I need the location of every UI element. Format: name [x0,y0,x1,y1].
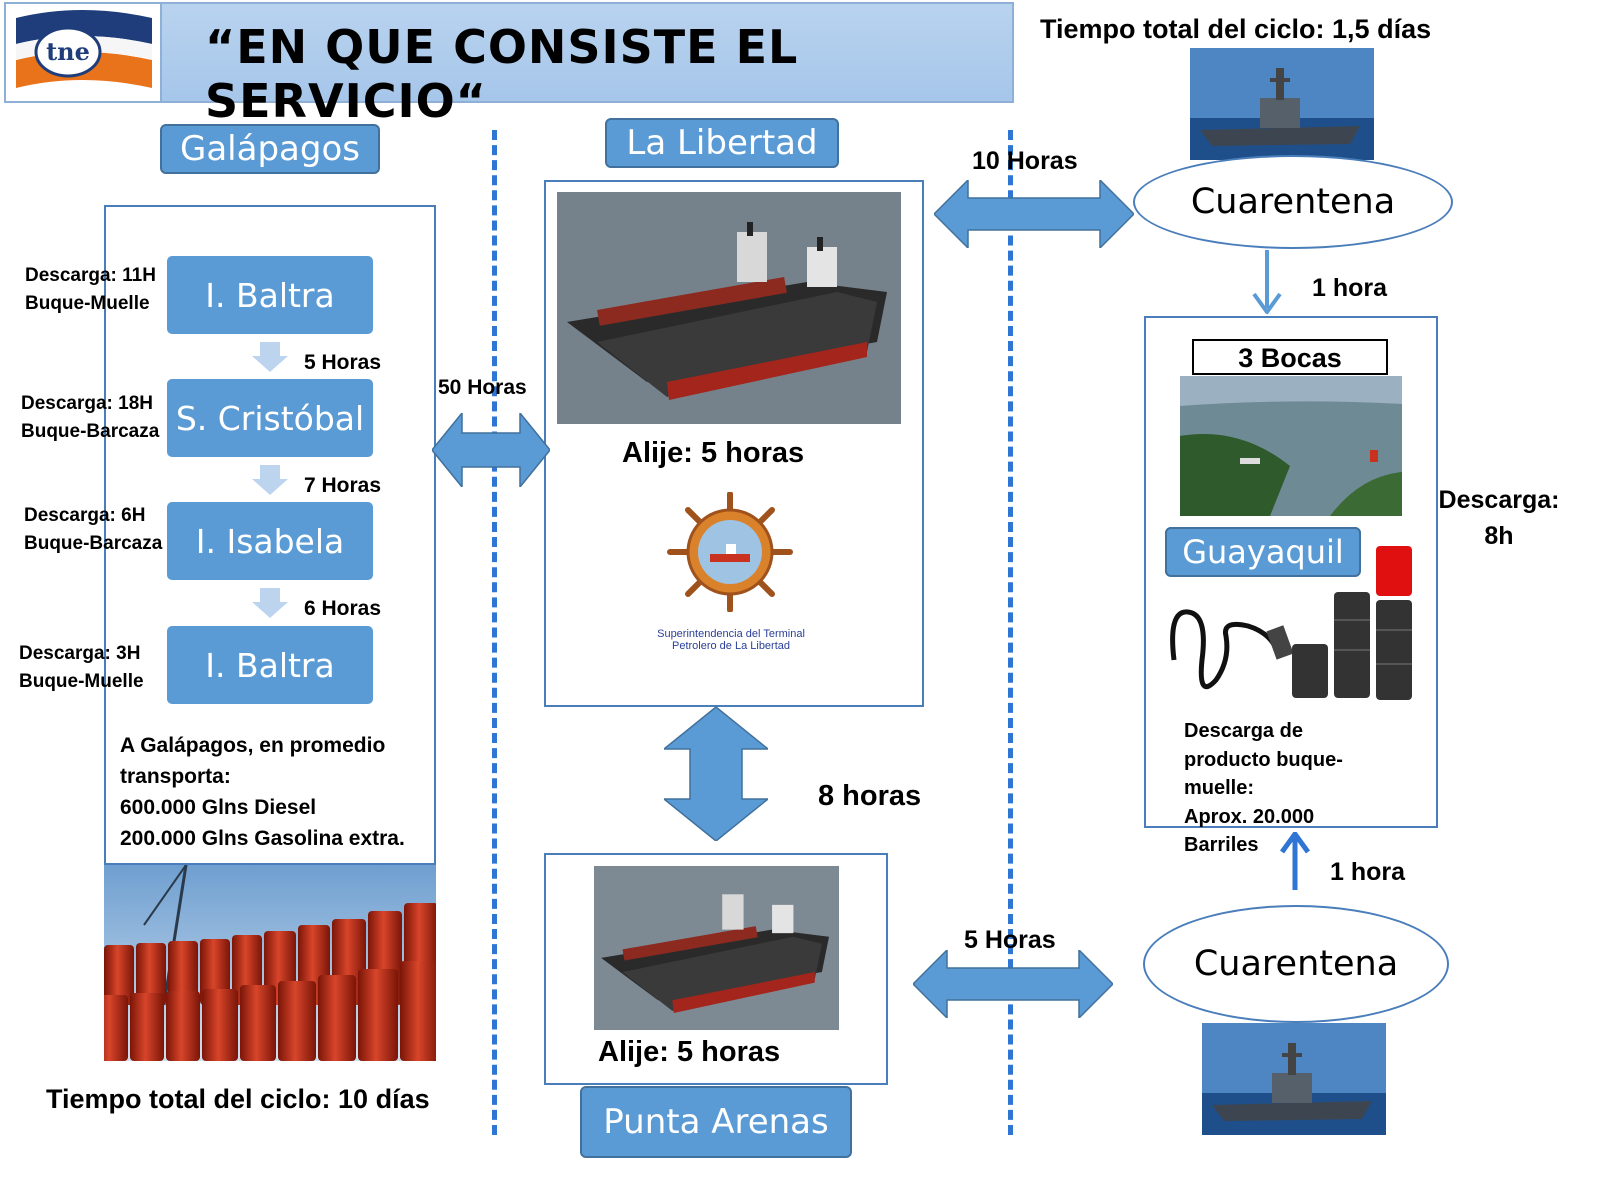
cuarentena-bottom: Cuarentena [1143,905,1449,1023]
label-galapagos: Galápagos [160,124,380,174]
divider-right [1008,130,1013,1135]
ship-flag-logo-icon: tne [14,10,154,92]
duration-label: 5 Horas [304,351,382,374]
duration-label: 6 Horas [304,597,382,620]
guayaquil-discharge-side: Descarga: 8h [1438,486,1560,550]
river-photo [1180,376,1402,516]
double-arrow-horizontal-icon [432,413,550,487]
label-punta-arenas: Punta Arenas [580,1086,852,1158]
svg-text:tne: tne [46,37,90,66]
alije-libertad: Alije: 5 horas [622,437,805,469]
cuarentena-top: Cuarentena [1133,155,1453,249]
emblem-caption: Superintendencia del Terminal Petrolero … [657,628,805,652]
down-arrow-icon [1252,250,1282,314]
double-arrow-horizontal-icon [913,950,1113,1018]
down-arrow-icon [252,588,288,618]
barrels-photo [104,865,436,1061]
up-arrow-icon [1280,832,1310,890]
tanker-photo-small [594,866,839,1030]
cycle-time-galapagos: Tiempo total del ciclo: 10 días [46,1084,430,1114]
label-la-libertad: La Libertad [605,118,839,168]
bocas-label: 3 Bocas [1192,339,1388,375]
down-arrow-icon [252,342,288,372]
double-arrow-horizontal-icon [934,180,1134,248]
link-label-cuarentena-guayaquil-top: 1 hora [1312,274,1388,302]
node-baltra-2: I. Baltra [167,626,373,704]
node-san-cristobal: S. Cristóbal [167,379,373,457]
warship-photo-top [1190,48,1374,160]
cycle-time-top: Tiempo total del ciclo: 1,5 días [1040,14,1432,44]
node-isabela: I. Isabela [167,502,373,580]
warship-photo-bottom [1202,1023,1386,1135]
label-guayaquil-overlay: Guayaquil [1165,527,1361,577]
link-label-punta-cuarentena: 5 Horas [964,926,1056,954]
down-arrow-icon [252,465,288,495]
link-label-galapagos-libertad: 50 Horas [438,376,527,399]
duration-label: 7 Horas [304,474,382,497]
header-bar [4,2,1014,103]
link-label-libertad-cuarentena: 10 Horas [972,147,1078,175]
company-logo: tne [4,2,162,103]
link-label-libertad-punta: 8 horas [818,780,922,812]
divider-left [492,130,497,1135]
page-title: “EN QUE CONSISTE EL SERVICIO“ [205,20,799,128]
galapagos-summary: A Galápagos, en promedio transporta: 600… [120,734,405,850]
double-arrow-vertical-icon [664,707,768,841]
alije-punta-arenas: Alije: 5 horas [598,1036,781,1068]
tanker-photo [557,192,901,424]
guayaquil-description: Descarga de producto buque- muelle: Apro… [1184,720,1343,856]
link-label-cuarentena-guayaquil-bottom: 1 hora [1330,858,1406,886]
ship-wheel-emblem-icon [667,492,793,612]
node-baltra-1: I. Baltra [167,256,373,334]
